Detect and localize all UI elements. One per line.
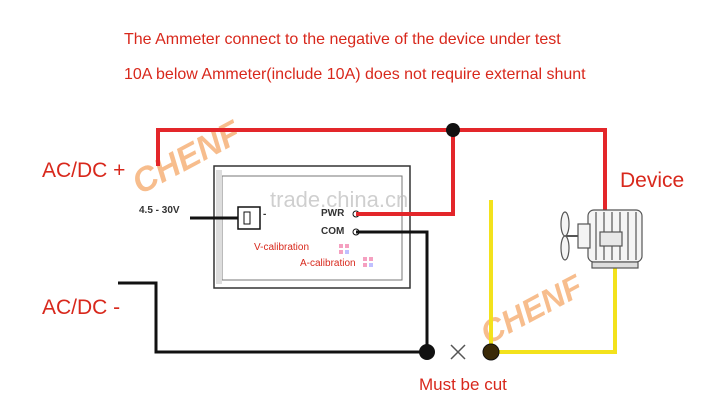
positive-supply-wire bbox=[156, 128, 607, 240]
device-return-bottom bbox=[491, 240, 617, 354]
connector-pin bbox=[243, 211, 251, 225]
fan-blade-top bbox=[560, 211, 570, 237]
voltage-range-label: 4.5 - 30V bbox=[139, 205, 180, 216]
v-calibration-pot bbox=[339, 244, 349, 254]
v-calibration-label: V-calibration bbox=[254, 242, 310, 253]
site-watermark: trade.china.cn bbox=[270, 187, 408, 212]
pwr-label: PWR bbox=[321, 208, 345, 219]
device-motor-icon bbox=[560, 209, 643, 269]
header-line-2: 10A below Ammeter(include 10A) does not … bbox=[124, 66, 586, 83]
cut-x-mark bbox=[450, 344, 466, 360]
motor-terminal-box bbox=[599, 231, 623, 247]
device-label: Device bbox=[620, 169, 685, 192]
com-return-wire bbox=[356, 230, 429, 352]
positive-wire bbox=[156, 128, 607, 240]
pwr-branch-wire bbox=[356, 130, 455, 216]
meter-panel bbox=[213, 165, 411, 289]
a-calibration-label: A-calibration bbox=[300, 258, 356, 269]
fan-blade-bottom bbox=[560, 235, 570, 261]
cut-terminal-dot bbox=[482, 343, 500, 361]
negative-wire bbox=[118, 216, 429, 354]
pin-minus-label: - bbox=[263, 209, 267, 220]
negative-junction-dot bbox=[419, 344, 435, 360]
header-line-1: The Ammeter connect to the negative of t… bbox=[124, 31, 561, 48]
positive-junction-dot bbox=[446, 123, 460, 137]
a-calibration-pot bbox=[363, 257, 373, 267]
ac-dc-minus-label: AC/DC - bbox=[42, 296, 121, 319]
must-be-cut-label: Must be cut bbox=[419, 375, 507, 394]
com-label: COM bbox=[321, 226, 345, 237]
ac-dc-plus-label: AC/DC + bbox=[42, 159, 126, 182]
negative-supply-wire bbox=[118, 281, 427, 354]
meter-bezel-left bbox=[216, 170, 222, 284]
device-return-wire bbox=[489, 200, 617, 354]
motor-base bbox=[591, 261, 639, 269]
motor-flange bbox=[577, 223, 591, 249]
